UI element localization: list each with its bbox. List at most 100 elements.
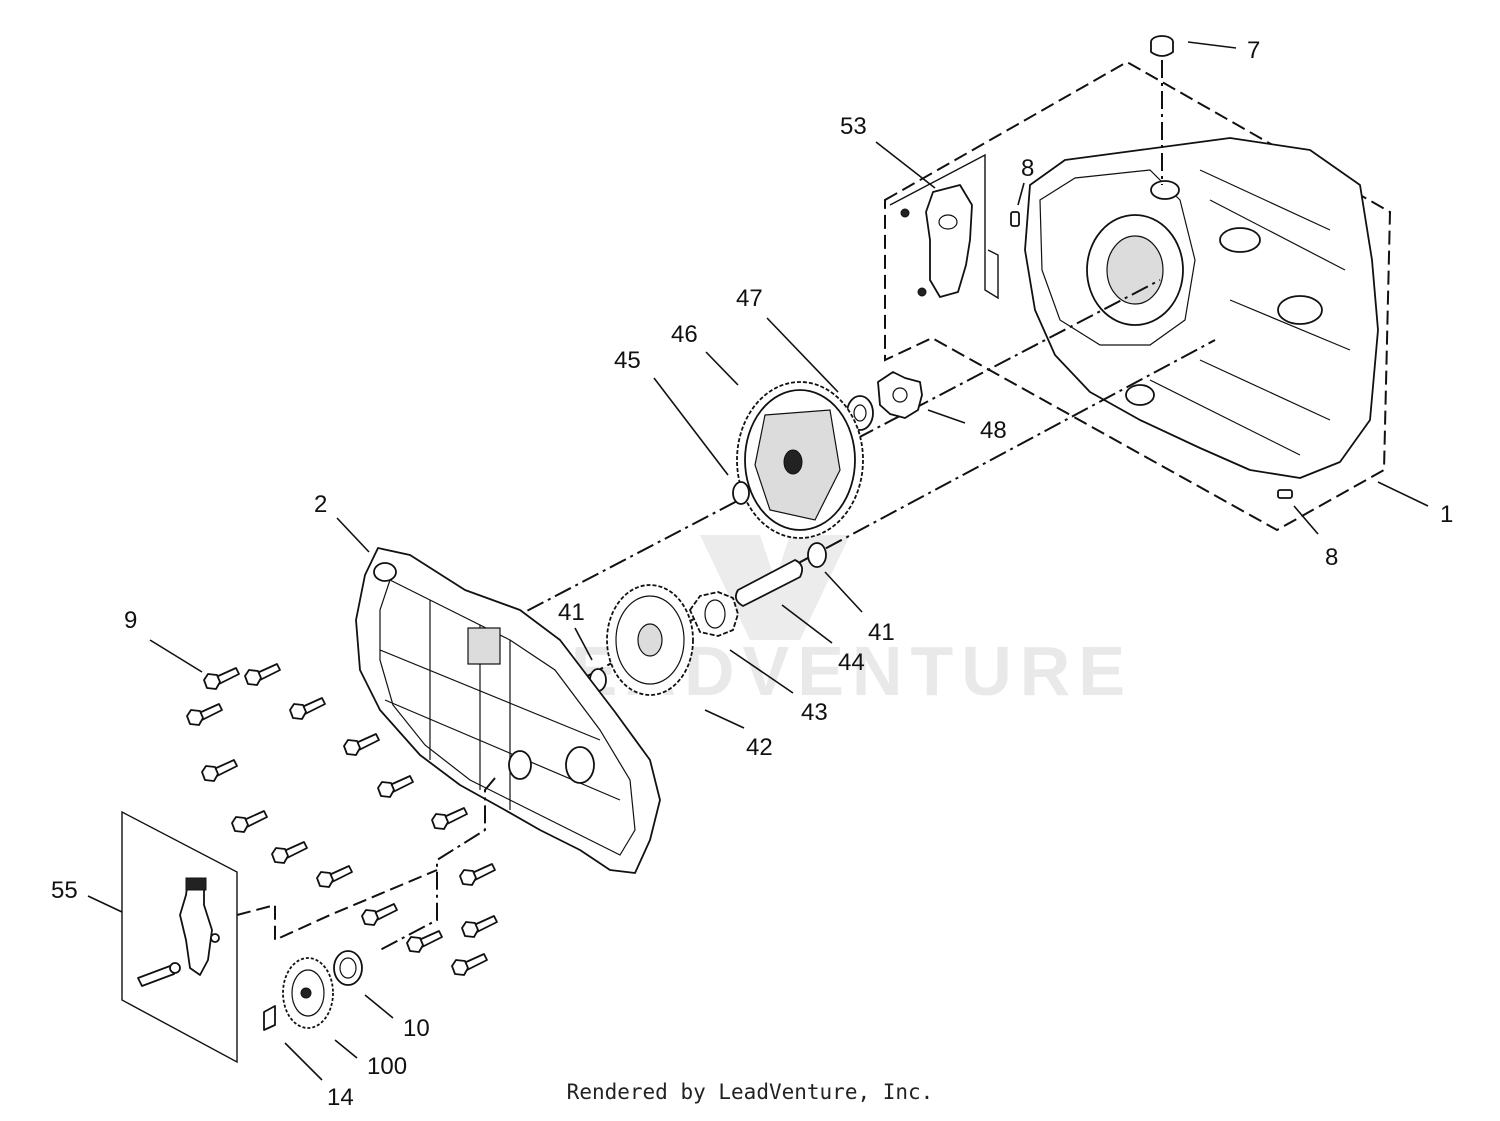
- sprocket: [282, 957, 334, 1029]
- leader-45: [653, 377, 729, 476]
- callout-46: 46: [671, 321, 698, 348]
- front-cover-bore: [565, 746, 595, 784]
- flange-bolt: [431, 807, 468, 830]
- callout-44: 44: [838, 649, 865, 676]
- leader-1: [1377, 481, 1429, 507]
- leader-46: [705, 351, 739, 386]
- bearing-outer: [333, 950, 363, 986]
- flange-bolt: [451, 953, 488, 976]
- cover-screw-1: [900, 208, 910, 218]
- leader-14: [284, 1042, 323, 1081]
- footer-credit: Rendered by LeadVenture, Inc.: [566, 1080, 934, 1104]
- leader-8a: [1017, 182, 1025, 206]
- housing-body: [1024, 137, 1379, 479]
- bracket-bolt: [137, 965, 175, 987]
- front-cover-sensor: [467, 627, 501, 665]
- fill-plug-body: [1150, 42, 1174, 57]
- flange-bolt: [377, 775, 414, 798]
- callout-42: 42: [746, 734, 773, 761]
- front-cover-inner-frame: [379, 579, 636, 856]
- large-gear: [736, 381, 864, 539]
- front-cover-plate: [355, 547, 661, 874]
- callout-9: 9: [124, 607, 137, 634]
- leader-2: [336, 517, 370, 553]
- front-cover-bore-2: [508, 750, 532, 780]
- bracket-arm: [179, 879, 213, 976]
- bracket-kit-55: [121, 810, 438, 1064]
- leader-42: [704, 709, 745, 729]
- callout-14: 14: [327, 1084, 354, 1111]
- bracket-washer: [169, 962, 181, 974]
- cover-kit-box: [889, 153, 999, 300]
- idler-gear: [606, 584, 694, 696]
- housing-flange: [1039, 169, 1196, 346]
- flange-bolt: [289, 697, 326, 720]
- pinion-gear-bore: [704, 599, 726, 629]
- flange-bolt: [271, 841, 308, 864]
- leader-9: [149, 639, 203, 673]
- dowel-pin-lower: [1277, 489, 1293, 499]
- transmission-housing: [884, 60, 1392, 532]
- cover-hole: [938, 214, 958, 230]
- flange-bolt: [201, 759, 238, 782]
- callout-10: 10: [403, 1015, 430, 1042]
- leader-44: [781, 604, 833, 644]
- sprocket-hub: [300, 987, 312, 999]
- callout-43: 43: [801, 699, 828, 726]
- callout-47: 47: [736, 285, 763, 312]
- callout-1: 1: [1440, 501, 1453, 528]
- flange-bolt: [461, 915, 498, 938]
- callout-8: 8: [1325, 544, 1338, 571]
- bracket-kit-box: [121, 810, 238, 1064]
- leader-lines: [87, 41, 1429, 1081]
- flange-bolt: [186, 703, 223, 726]
- flange-bolt: [316, 865, 353, 888]
- callout-53: 53: [840, 113, 867, 140]
- leader-41a: [574, 627, 593, 661]
- cover-screw-2: [917, 287, 927, 297]
- bolt-set: [186, 663, 498, 976]
- shaft-pin: [734, 559, 804, 607]
- retaining-clip: [263, 1005, 276, 1031]
- idler-gear-hub: [637, 623, 663, 657]
- callout-45: 45: [614, 347, 641, 374]
- fill-plug-port: [1150, 180, 1180, 200]
- leader-100: [334, 1039, 358, 1059]
- bracket-arm-tip: [185, 877, 207, 891]
- leader-53: [875, 141, 936, 189]
- flange-bolt: [459, 863, 496, 886]
- callout-41: 41: [558, 599, 585, 626]
- cover-plate: [925, 184, 973, 298]
- bearing-inner: [339, 957, 357, 979]
- callout-100: 100: [367, 1053, 407, 1080]
- front-cover-ribs: [379, 600, 621, 810]
- drive-hub-body: [877, 371, 923, 419]
- callout-48: 48: [980, 417, 1007, 444]
- bearing: [333, 950, 363, 986]
- callout-55: 55: [51, 877, 78, 904]
- flange-bolt: [244, 663, 281, 686]
- flange-bolt: [231, 810, 268, 833]
- leader-43: [729, 649, 794, 694]
- output-shaft-axis: [379, 777, 496, 951]
- leader-10: [364, 994, 394, 1019]
- flange-bolt: [361, 903, 398, 926]
- leader-8b: [1293, 505, 1319, 535]
- sprocket-face: [291, 969, 325, 1017]
- callout-41: 41: [868, 619, 895, 646]
- leader-48: [927, 409, 966, 424]
- flange-bolt: [203, 667, 240, 690]
- callout-2: 2: [314, 491, 327, 518]
- housing-port-1: [1219, 227, 1261, 253]
- bracket-leader: [236, 869, 438, 942]
- drive-hub-bore: [892, 387, 908, 403]
- bracket-pin: [210, 933, 220, 943]
- washer-45: [732, 481, 750, 505]
- cover-kit-53: [889, 153, 999, 300]
- front-cover-boss-top: [373, 562, 397, 582]
- dowel-pins: [1010, 211, 1293, 499]
- large-gear-hub: [783, 449, 803, 475]
- leader-7: [1187, 41, 1237, 49]
- pinion-gear: [689, 591, 739, 637]
